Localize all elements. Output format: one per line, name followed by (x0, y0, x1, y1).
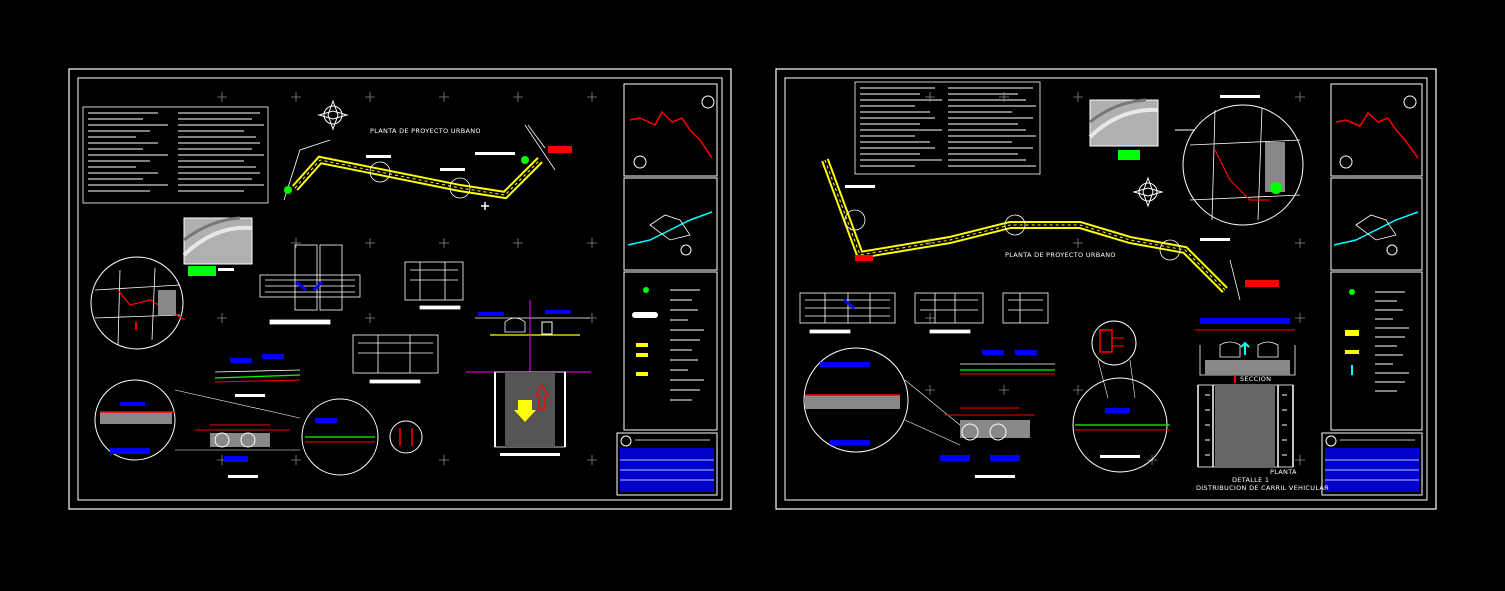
grid-crosshair-marks (217, 92, 597, 465)
grid-crosshair-marks (925, 92, 1305, 465)
urban-plan-title: PLANTA DE PROYECTO URBANO (370, 127, 481, 135)
crosshair-mark (587, 238, 597, 248)
crosshair-mark (925, 238, 935, 248)
crosshair-mark (513, 238, 523, 248)
crosshair-mark (513, 92, 523, 102)
detail-subcaption: DISTRIBUCION DE CARRIL VEHICULAR (1196, 484, 1329, 492)
road-section-profile (960, 350, 1055, 375)
crosshair-mark (1295, 92, 1305, 102)
north-arrow-icon (317, 99, 349, 131)
crosshair-mark (439, 238, 449, 248)
site-photo (182, 216, 253, 276)
crosshair-mark (587, 455, 597, 465)
detail-circle-pavement (301, 398, 379, 476)
crosshair-mark (1073, 385, 1083, 395)
crosshair-mark (1073, 92, 1083, 102)
crosshair-mark (217, 92, 227, 102)
crosshair-mark (365, 92, 375, 102)
detail-circle-small (1091, 320, 1137, 399)
general-notes-block (82, 106, 269, 204)
road-section-detail (1195, 318, 1296, 383)
vehicle-lane-plan (494, 371, 566, 456)
urban-plan-title: PLANTA DE PROYECTO URBANO (1005, 251, 1116, 259)
urban-road-plan (821, 158, 1279, 301)
detail-circle-curb (94, 379, 301, 461)
drawing-sheet-2[interactable]: PLANTA DE PROYECTO URBANO (775, 68, 1437, 510)
crosshair-mark (217, 313, 227, 323)
crosshair-mark (999, 385, 1009, 395)
drawing-sheet-1[interactable]: PLANTA DE PROYECTO URBANO (68, 68, 732, 510)
crosshair-mark (587, 92, 597, 102)
detail-circle-joint (389, 420, 423, 454)
urban-road-plan (283, 124, 572, 210)
building-elevations (259, 244, 464, 384)
building-elevations (799, 292, 1049, 334)
road-section-profile (214, 354, 301, 397)
crosshair-mark (291, 92, 301, 102)
detail-circle-plan (90, 256, 186, 350)
section-label: SECCION (1240, 375, 1271, 383)
crosshair-mark (925, 385, 935, 395)
vehicle-lane-plan (1197, 384, 1294, 468)
detail-circle-plan (1175, 95, 1304, 226)
crosshair-mark (291, 455, 301, 465)
plan-label: PLANTA (1270, 468, 1297, 476)
crosshair-mark (925, 313, 935, 323)
crosshair-mark (1073, 238, 1083, 248)
sheet-inner-frame (784, 77, 1428, 501)
site-photo (1088, 98, 1159, 160)
detail-circle-pavement (1072, 377, 1170, 473)
detail-caption: DETALLE 1 (1232, 476, 1269, 484)
general-notes-block (854, 81, 1041, 175)
north-arrow-icon (1132, 176, 1164, 208)
crosshair-mark (1295, 238, 1305, 248)
crosshair-mark (925, 92, 935, 102)
sheet-inner-frame (77, 77, 723, 501)
location-key-panel (1330, 83, 1423, 431)
crosshair-mark (1295, 455, 1305, 465)
title-block (1321, 432, 1423, 496)
crosshair-mark (1295, 313, 1305, 323)
crosshair-mark (439, 455, 449, 465)
sheet-outer-frame (68, 68, 732, 510)
crosshair-mark (439, 92, 449, 102)
sidewalk-section (940, 407, 1035, 478)
crosshair-mark (365, 238, 375, 248)
sidewalk-section (195, 424, 290, 478)
detail-circle-curb (803, 347, 961, 453)
title-block (616, 432, 718, 496)
sheet-outer-frame (775, 68, 1437, 510)
location-key-panel (623, 83, 718, 431)
crosshair-mark (291, 238, 301, 248)
crosshair-mark (999, 92, 1009, 102)
crosshair-mark (365, 313, 375, 323)
